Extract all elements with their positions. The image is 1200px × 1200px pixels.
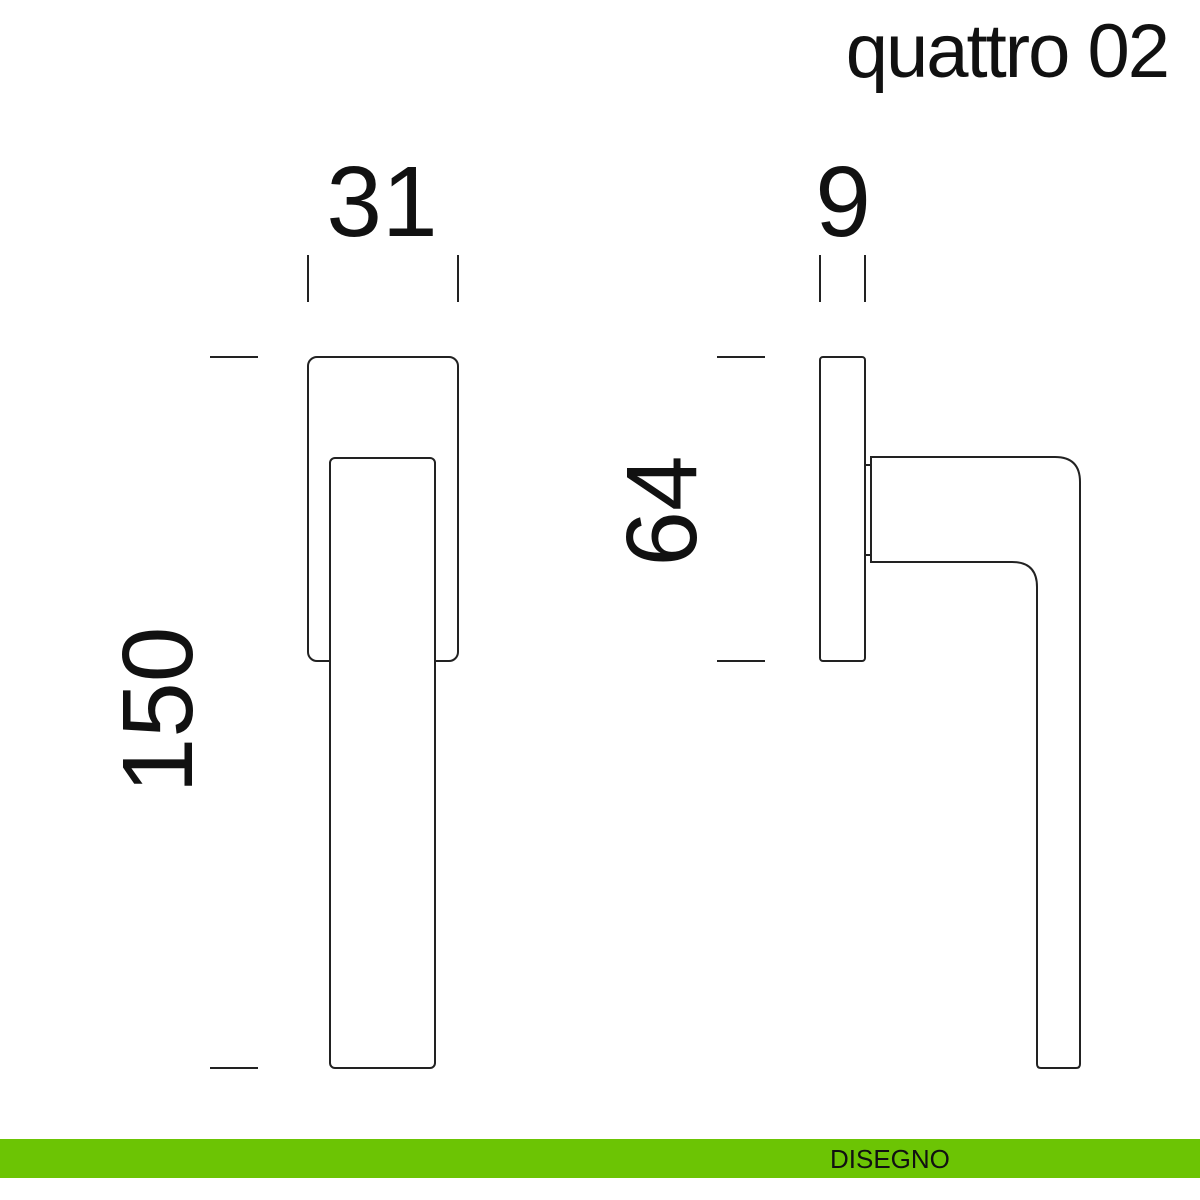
product-title: quattro 02	[845, 9, 1170, 94]
front-lever	[329, 457, 436, 1069]
dim-depth-label: 9	[815, 146, 871, 258]
dim-height-label: 150	[102, 627, 214, 794]
side-rosette	[819, 356, 866, 662]
dim-projection-label: 64	[606, 455, 718, 566]
footer-bar: DISEGNO	[0, 1139, 1200, 1178]
side-lever	[870, 456, 1081, 1069]
footer-label: DISEGNO	[830, 1144, 950, 1174]
dim-width-label: 31	[326, 146, 437, 258]
